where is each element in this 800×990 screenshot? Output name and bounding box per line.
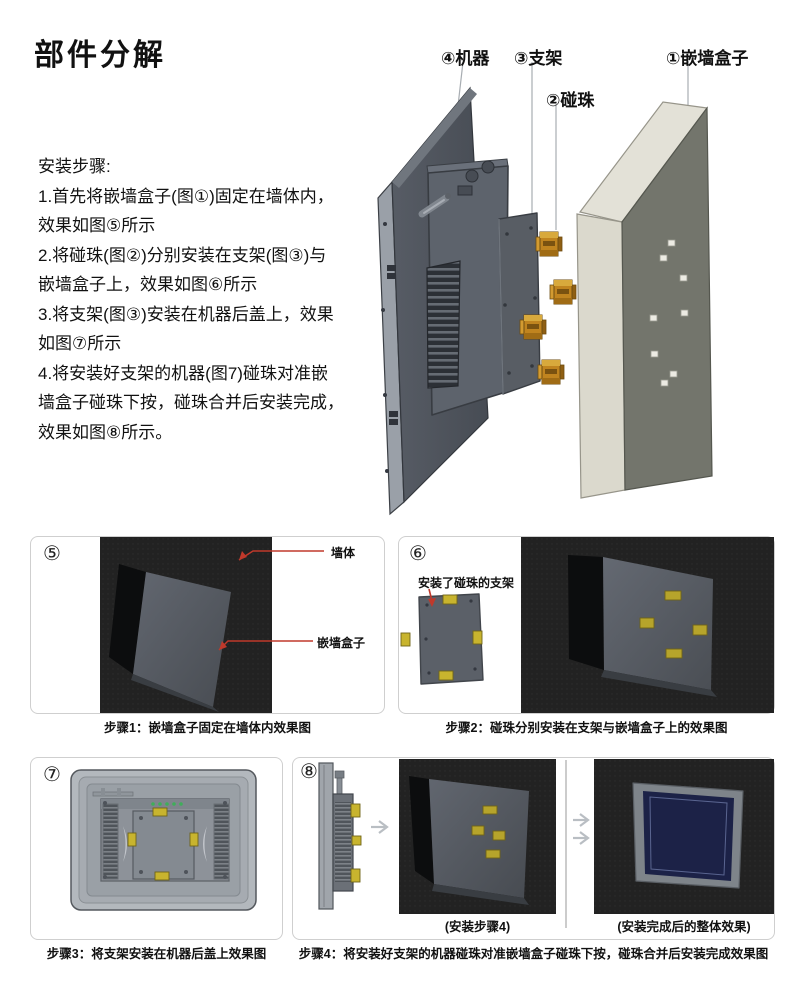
panel5-wall-label: 墙体	[331, 546, 356, 560]
step-line: 3.将支架(图③)安装在机器后盖上，效果	[38, 304, 334, 324]
steps-heading: 安装步骤:	[38, 157, 111, 176]
step-line: 墙盒子碰珠下按，碰珠合并后安装完成，	[38, 393, 344, 412]
label-bracket: ③支架	[514, 49, 563, 68]
panel5-box-label: 嵌墙盒子	[317, 636, 366, 650]
label-device: ④机器	[441, 49, 490, 68]
device-side-view	[318, 762, 362, 910]
panel5-number: ⑤	[43, 543, 61, 565]
panel5-caption: 步骤1：嵌墙盒子固定在墙体内效果图	[104, 721, 311, 735]
step-line: 1.首先将嵌墙盒子(图①)固定在墙体内，	[38, 186, 334, 206]
panel6-bracket-label: 安装了碰珠的支架	[418, 576, 515, 590]
step-line: 4.将安装好支架的机器(图7)碰珠对准嵌	[38, 363, 328, 383]
panel8-caption: 步骤4：将安装好支架的机器碰珠对准嵌墙盒子碰珠下按，碰珠合并后安装完成效果图	[298, 947, 769, 961]
panel8-illustration	[318, 759, 774, 928]
panel6-photo	[400, 537, 774, 713]
bracket-with-clips	[400, 588, 484, 685]
panel8-sub-left: (安装步骤4)	[444, 920, 511, 934]
panel-step2: ⑥	[398, 536, 775, 714]
step-line: 效果如图⑧所示。	[38, 422, 173, 442]
label-clip: ②碰珠	[546, 91, 595, 110]
panel7-number: ⑦	[43, 764, 61, 786]
label-wallbox: ①嵌墙盒子	[666, 49, 749, 68]
panel-step1: ⑤ 墙体 嵌墙盒子	[30, 536, 385, 714]
panel-step4: ⑧	[292, 757, 775, 940]
panel6-number: ⑥	[409, 543, 427, 565]
machine-part	[377, 86, 509, 516]
clips-on-bracket	[127, 807, 199, 881]
install-steps: 安装步骤: 1.首先将嵌墙盒子(图①)固定在墙体内， 效果如图⑤所示 2.将碰珠…	[38, 152, 368, 447]
bracket-part	[498, 212, 541, 395]
step-line: 效果如图⑤所示	[38, 216, 156, 235]
panel8-number: ⑧	[300, 761, 318, 783]
exploded-diagram	[377, 61, 713, 516]
heatsink	[426, 260, 461, 389]
panel8-sub-right: (安装完成后的整体效果)	[617, 920, 751, 934]
wallbox-part	[576, 101, 713, 499]
panel7-illustration	[70, 769, 257, 911]
page-title: 部件分解	[34, 39, 166, 72]
step-line: 如图⑦所示	[38, 334, 122, 353]
step-line: 2.将碰珠(图②)分别安装在支架(图③)与	[38, 245, 327, 265]
panel-step3: ⑦	[30, 757, 283, 940]
step-line: 嵌墙盒子上，效果如图⑥所示	[38, 275, 258, 294]
arrow-right-icon	[371, 820, 389, 834]
arrow-right-icon	[573, 813, 590, 845]
panel6-caption: 步骤2：碰珠分别安装在支架与嵌墙盒子上的效果图	[445, 721, 728, 735]
clips-in-box	[639, 590, 708, 659]
led-dots	[151, 802, 183, 806]
panel5-photo	[100, 537, 324, 713]
panel7-caption: 步骤3：将支架安装在机器后盖上效果图	[46, 947, 267, 961]
